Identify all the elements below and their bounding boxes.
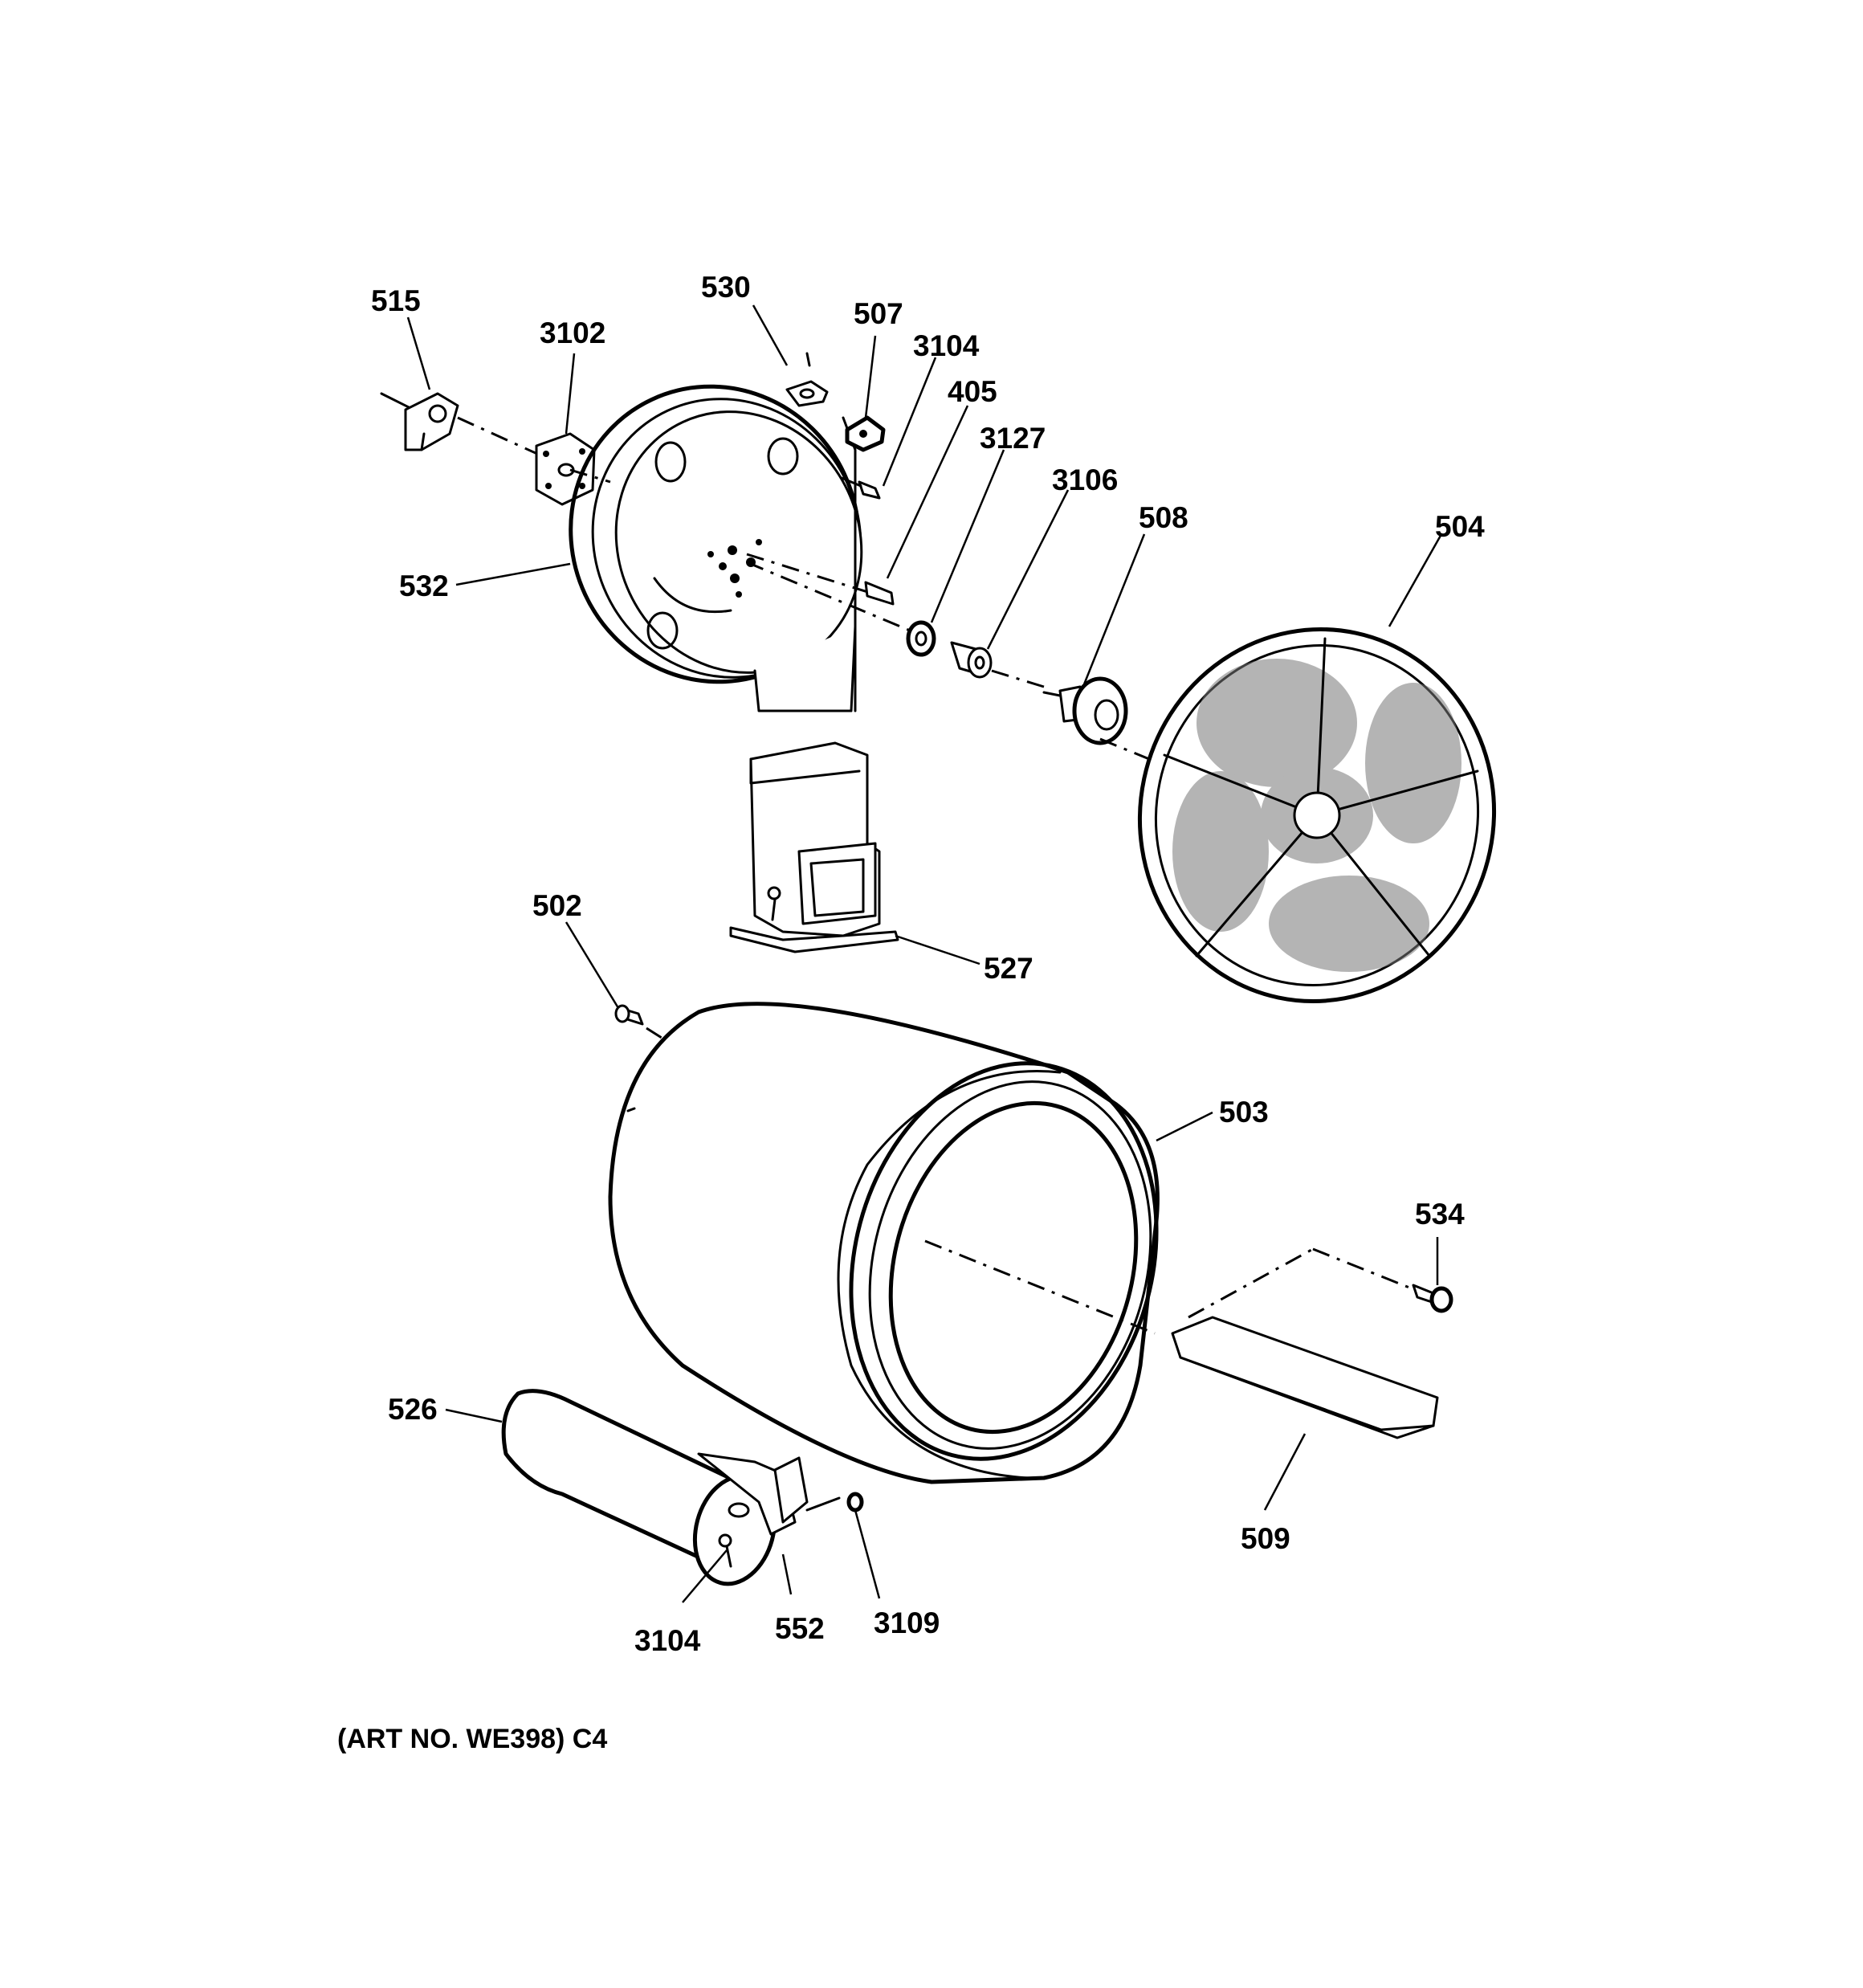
callout-405: 405 (948, 375, 997, 408)
callout-509: 509 (1241, 1522, 1290, 1555)
part-503-drum (608, 1002, 1160, 1484)
callout-3127: 3127 (980, 422, 1046, 455)
part-3102-bearing-plate (535, 432, 611, 506)
callout-534: 534 (1415, 1198, 1465, 1231)
part-526-cylinder (501, 1389, 841, 1586)
callout-526: 526 (388, 1393, 438, 1426)
part-532-rear-bulkhead (569, 384, 920, 712)
callout-552: 552 (775, 1612, 825, 1645)
callout-532: 532 (399, 569, 449, 602)
part-3109-screw (846, 1492, 864, 1512)
callout-508: 508 (1139, 501, 1188, 534)
part-405-bolt (864, 581, 895, 606)
callout-515: 515 (371, 284, 421, 317)
callout-3106: 3106 (1052, 463, 1118, 496)
callout-507: 507 (854, 297, 903, 330)
part-509-drum-baffle (1171, 1247, 1439, 1439)
part-534-screw (1412, 1284, 1453, 1313)
part-507-thermostat (845, 415, 886, 452)
part-504-drum-back (1137, 627, 1497, 1003)
art-number-label: (ART NO. WE398) C4 (337, 1724, 607, 1754)
callout-3102: 3102 (540, 316, 605, 349)
callout-3104-top: 3104 (913, 329, 980, 362)
part-530-clip (785, 352, 829, 407)
part-3127-bearing (906, 620, 936, 657)
part-527-duct (729, 741, 899, 953)
leader-lines (406, 304, 1443, 1603)
callout-504: 504 (1435, 510, 1485, 543)
callout-3104-bottom: 3104 (634, 1624, 701, 1657)
callout-503: 503 (1219, 1096, 1269, 1129)
callout-530: 530 (701, 271, 751, 304)
callout-527: 527 (984, 952, 1033, 985)
callout-502: 502 (532, 889, 582, 922)
part-508-drum-shaft (1042, 676, 1189, 777)
part-515-bracket (380, 392, 547, 459)
part-3104-screw-top (840, 476, 881, 500)
part-3106-sleeve (950, 641, 1045, 688)
callout-3109: 3109 (874, 1606, 940, 1639)
